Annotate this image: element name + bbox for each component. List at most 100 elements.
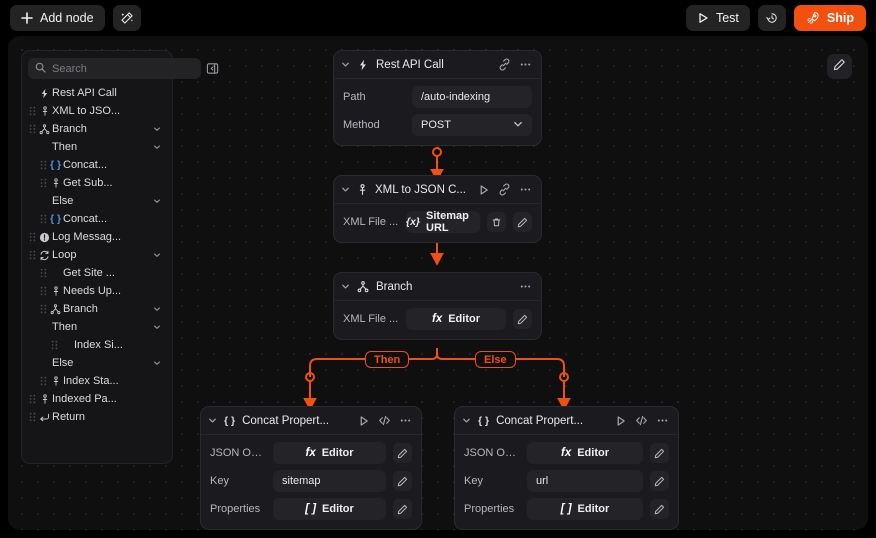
- chevron-down-icon[interactable]: [341, 282, 350, 291]
- drag-handle-icon[interactable]: [28, 250, 37, 260]
- sidebar-item-concat[interactable]: { }Concat...: [28, 210, 166, 228]
- anchor-icon: [37, 393, 52, 405]
- code-icon[interactable]: [635, 414, 648, 427]
- pencil-icon[interactable]: [513, 309, 532, 329]
- sidebar-item-concat[interactable]: { }Concat...: [28, 156, 166, 174]
- flow-canvas[interactable]: Then Else Rest API Cal: [8, 36, 868, 530]
- sidebar-item-index-sta[interactable]: Index Sta...: [28, 372, 166, 390]
- drag-handle-icon[interactable]: [50, 340, 59, 350]
- node-header[interactable]: Branch: [334, 273, 541, 301]
- node-branch[interactable]: Branch XML File ... fx Editor: [333, 272, 542, 340]
- chevron-down-icon[interactable]: [462, 416, 471, 425]
- method-select[interactable]: POST: [412, 114, 532, 136]
- key-input[interactable]: sitemap: [273, 470, 386, 492]
- drag-handle-icon[interactable]: [39, 376, 48, 386]
- sidebar-item-get-site[interactable]: Get Site ...: [28, 264, 166, 282]
- node-concat-properties-then[interactable]: { } Concat Propert... JSON Obj...: [200, 406, 422, 530]
- editor-button[interactable]: fx Editor: [527, 442, 643, 464]
- chevron-down-icon[interactable]: [208, 416, 217, 425]
- node-concat-properties-else[interactable]: { } Concat Propert... JSON Obj...: [454, 406, 679, 530]
- drag-handle-icon[interactable]: [28, 124, 37, 134]
- chevron-down-icon[interactable]: [341, 60, 350, 69]
- play-icon[interactable]: [615, 415, 627, 427]
- drag-handle-icon[interactable]: [28, 394, 37, 404]
- branch-else-label[interactable]: Else: [475, 351, 516, 368]
- add-node-button[interactable]: Add node: [10, 5, 105, 31]
- search-input[interactable]: [52, 62, 194, 75]
- drag-handle-icon[interactable]: [28, 412, 37, 422]
- sidebar-item-return[interactable]: Return: [28, 408, 166, 426]
- more-icon[interactable]: [399, 414, 412, 427]
- sidebar-item-log-messag[interactable]: Log Messag...: [28, 228, 166, 246]
- node-xml-to-json[interactable]: XML to JSON C... XML File ...: [333, 175, 542, 243]
- editor-button[interactable]: [ ] Editor: [273, 498, 386, 520]
- trash-icon[interactable]: [487, 212, 506, 232]
- more-icon[interactable]: [519, 58, 532, 71]
- history-button[interactable]: [757, 5, 786, 31]
- sidebar-item-then[interactable]: Then: [28, 138, 166, 156]
- drag-handle-icon[interactable]: [39, 304, 48, 314]
- link-icon[interactable]: [498, 58, 511, 71]
- play-icon[interactable]: [478, 184, 490, 196]
- editor-button[interactable]: [ ] Editor: [527, 498, 643, 520]
- pencil-icon[interactable]: [513, 212, 532, 232]
- chevron-down-icon[interactable]: [151, 125, 163, 133]
- sidebar-item-needs-up[interactable]: Needs Up...: [28, 282, 166, 300]
- more-icon[interactable]: [656, 414, 669, 427]
- sidebar-item-branch[interactable]: Branch: [28, 300, 166, 318]
- magic-wand-button[interactable]: [112, 5, 141, 31]
- play-icon[interactable]: [358, 415, 370, 427]
- path-input[interactable]: /auto-indexing: [412, 86, 532, 108]
- search-box[interactable]: [28, 58, 201, 79]
- drag-handle-icon[interactable]: [39, 160, 48, 170]
- drag-handle-icon[interactable]: [28, 106, 37, 116]
- sidebar-item-else[interactable]: Else: [28, 354, 166, 372]
- link-icon[interactable]: [498, 183, 511, 196]
- more-icon[interactable]: [519, 280, 532, 293]
- branch-then-label[interactable]: Then: [365, 351, 410, 368]
- pencil-icon[interactable]: [650, 443, 669, 463]
- code-icon[interactable]: [378, 414, 391, 427]
- sidebar-item-indexed-pa[interactable]: Indexed Pa...: [28, 390, 166, 408]
- chevron-down-icon[interactable]: [151, 197, 163, 205]
- node-rest-api-call[interactable]: Rest API Call Path /auto-indexing Method: [333, 50, 542, 146]
- chevron-down-icon[interactable]: [151, 251, 163, 259]
- drag-handle-icon[interactable]: [39, 178, 48, 188]
- pencil-icon[interactable]: [393, 443, 412, 463]
- test-button[interactable]: Test: [685, 5, 750, 31]
- sidebar-item-loop[interactable]: Loop: [28, 246, 166, 264]
- node-header[interactable]: XML to JSON C...: [334, 176, 541, 204]
- sidebar-item-index-si[interactable]: Index Si...: [28, 336, 166, 354]
- canvas-edit-button[interactable]: [827, 54, 852, 79]
- editor-button[interactable]: fx Editor: [273, 442, 386, 464]
- ship-button[interactable]: Ship: [793, 5, 866, 31]
- method-value: POST: [421, 119, 451, 131]
- key-input[interactable]: url: [527, 470, 643, 492]
- chevron-down-icon[interactable]: [151, 305, 163, 313]
- sidebar-item-then[interactable]: Then: [28, 318, 166, 336]
- drag-handle-icon[interactable]: [28, 232, 37, 242]
- chevron-down-icon[interactable]: [151, 323, 163, 331]
- node-header[interactable]: Rest API Call: [334, 51, 541, 79]
- more-icon[interactable]: [519, 183, 532, 196]
- variable-chip-sitemap-url[interactable]: {x} Sitemap URL: [406, 210, 480, 234]
- drag-handle-icon[interactable]: [39, 286, 48, 296]
- node-header[interactable]: { } Concat Propert...: [455, 407, 678, 435]
- editor-button[interactable]: fx Editor: [406, 308, 506, 330]
- sidebar-item-get-sub[interactable]: Get Sub...: [28, 174, 166, 192]
- sidebar-item-rest-api-call[interactable]: Rest API Call: [28, 84, 166, 102]
- drag-handle-icon[interactable]: [39, 214, 48, 224]
- pencil-icon[interactable]: [650, 499, 669, 519]
- pencil-icon[interactable]: [393, 471, 412, 491]
- chevron-down-icon[interactable]: [151, 359, 163, 367]
- chevron-down-icon[interactable]: [151, 143, 163, 151]
- drag-handle-icon[interactable]: [39, 268, 48, 278]
- pencil-icon[interactable]: [650, 471, 669, 491]
- sidebar-item-xml-to-jso[interactable]: XML to JSO...: [28, 102, 166, 120]
- node-header[interactable]: { } Concat Propert...: [201, 407, 421, 435]
- sidebar-item-else[interactable]: Else: [28, 192, 166, 210]
- pencil-icon[interactable]: [393, 499, 412, 519]
- sidebar-item-branch[interactable]: Branch: [28, 120, 166, 138]
- chevron-down-icon[interactable]: [341, 185, 350, 194]
- panel-collapse-icon[interactable]: [206, 61, 219, 77]
